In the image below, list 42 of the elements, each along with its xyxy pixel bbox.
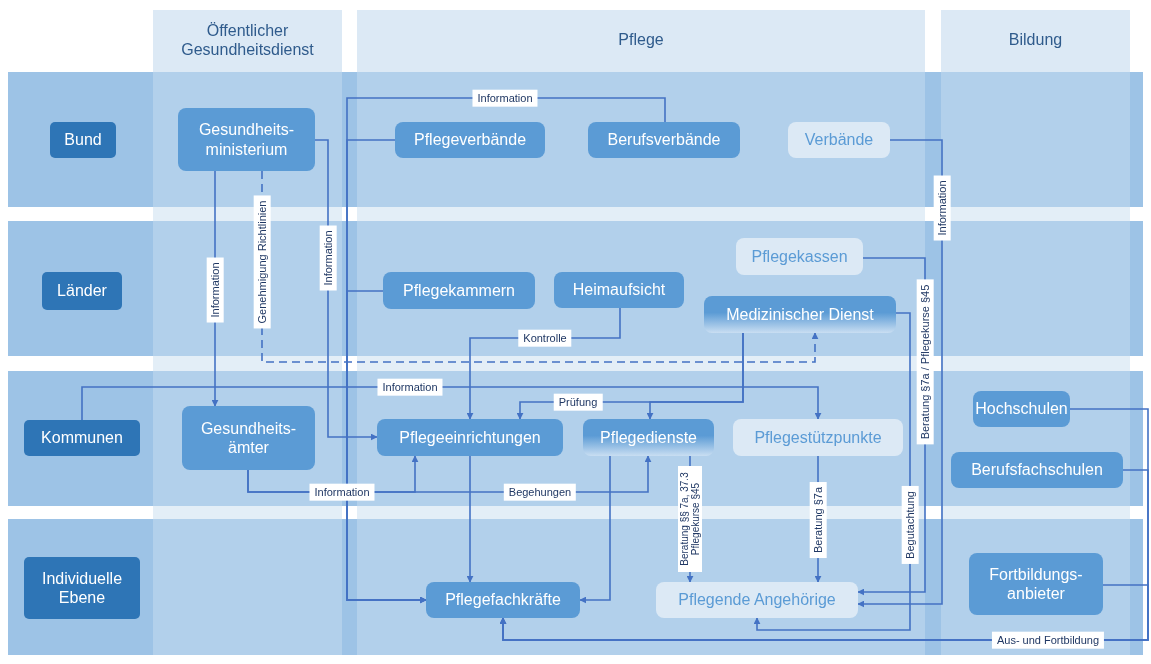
edge-label: Information (377, 378, 443, 396)
process-box: Pflegefachkräfte (426, 582, 580, 618)
arrow (346, 290, 427, 604)
arrow (466, 455, 474, 583)
process-box: Berufsfachschulen (951, 452, 1123, 488)
edge-label: Prüfung (553, 393, 603, 411)
arrow (857, 139, 943, 608)
process-box: Pflegekammern (383, 272, 535, 309)
edge-label: Information (319, 225, 337, 291)
process-box: Gesundheits- ministerium (178, 108, 315, 171)
process-box: Fortbildungs- anbieter (969, 553, 1103, 615)
row-label: Länder (42, 272, 122, 310)
process-box: Verbände (788, 122, 890, 158)
edge-label: Beratung §7a (809, 481, 827, 559)
row-label: Kommunen (24, 420, 140, 456)
arrow (646, 332, 744, 420)
edge-label: Information (933, 175, 951, 241)
edge-label: Begehungen (503, 483, 577, 501)
process-box: Hochschulen (973, 391, 1070, 427)
edge-label: Genehmigung Richtlinien (253, 195, 271, 329)
process-box: Pflegekassen (736, 238, 863, 275)
process-box: Heimaufsicht (554, 272, 684, 308)
edge-label: Information (206, 257, 224, 323)
process-box: Pflegedienste (583, 419, 714, 456)
edge-label: Information (309, 483, 375, 501)
row-label: Bund (50, 122, 116, 158)
edge-label: Begutachtung (901, 486, 919, 564)
arrow (81, 386, 822, 421)
edge-label: Kontrolle (518, 329, 572, 347)
process-box: Pflegende Angehörige (656, 582, 858, 618)
row-label: Individuelle Ebene (24, 557, 140, 619)
process-box: Berufsverbände (588, 122, 740, 158)
process-box: Gesundheits- ämter (182, 406, 315, 470)
edge-label: Beratung §§ 7a, 37.3 Pflegekurse §45 (678, 466, 702, 572)
edge-label: Information (472, 89, 538, 107)
edge-label: Beratung §7a / Pflegekurse §45 (916, 279, 934, 445)
process-box: Pflegeeinrichtungen (377, 419, 563, 456)
edge-label: Aus- und Fortbildung (991, 631, 1105, 649)
process-box: Medizinischer Dienst (704, 296, 896, 333)
process-box: Pflegeverbände (395, 122, 545, 158)
arrow (579, 455, 611, 604)
process-box: Pflegestützpunkte (733, 419, 903, 456)
